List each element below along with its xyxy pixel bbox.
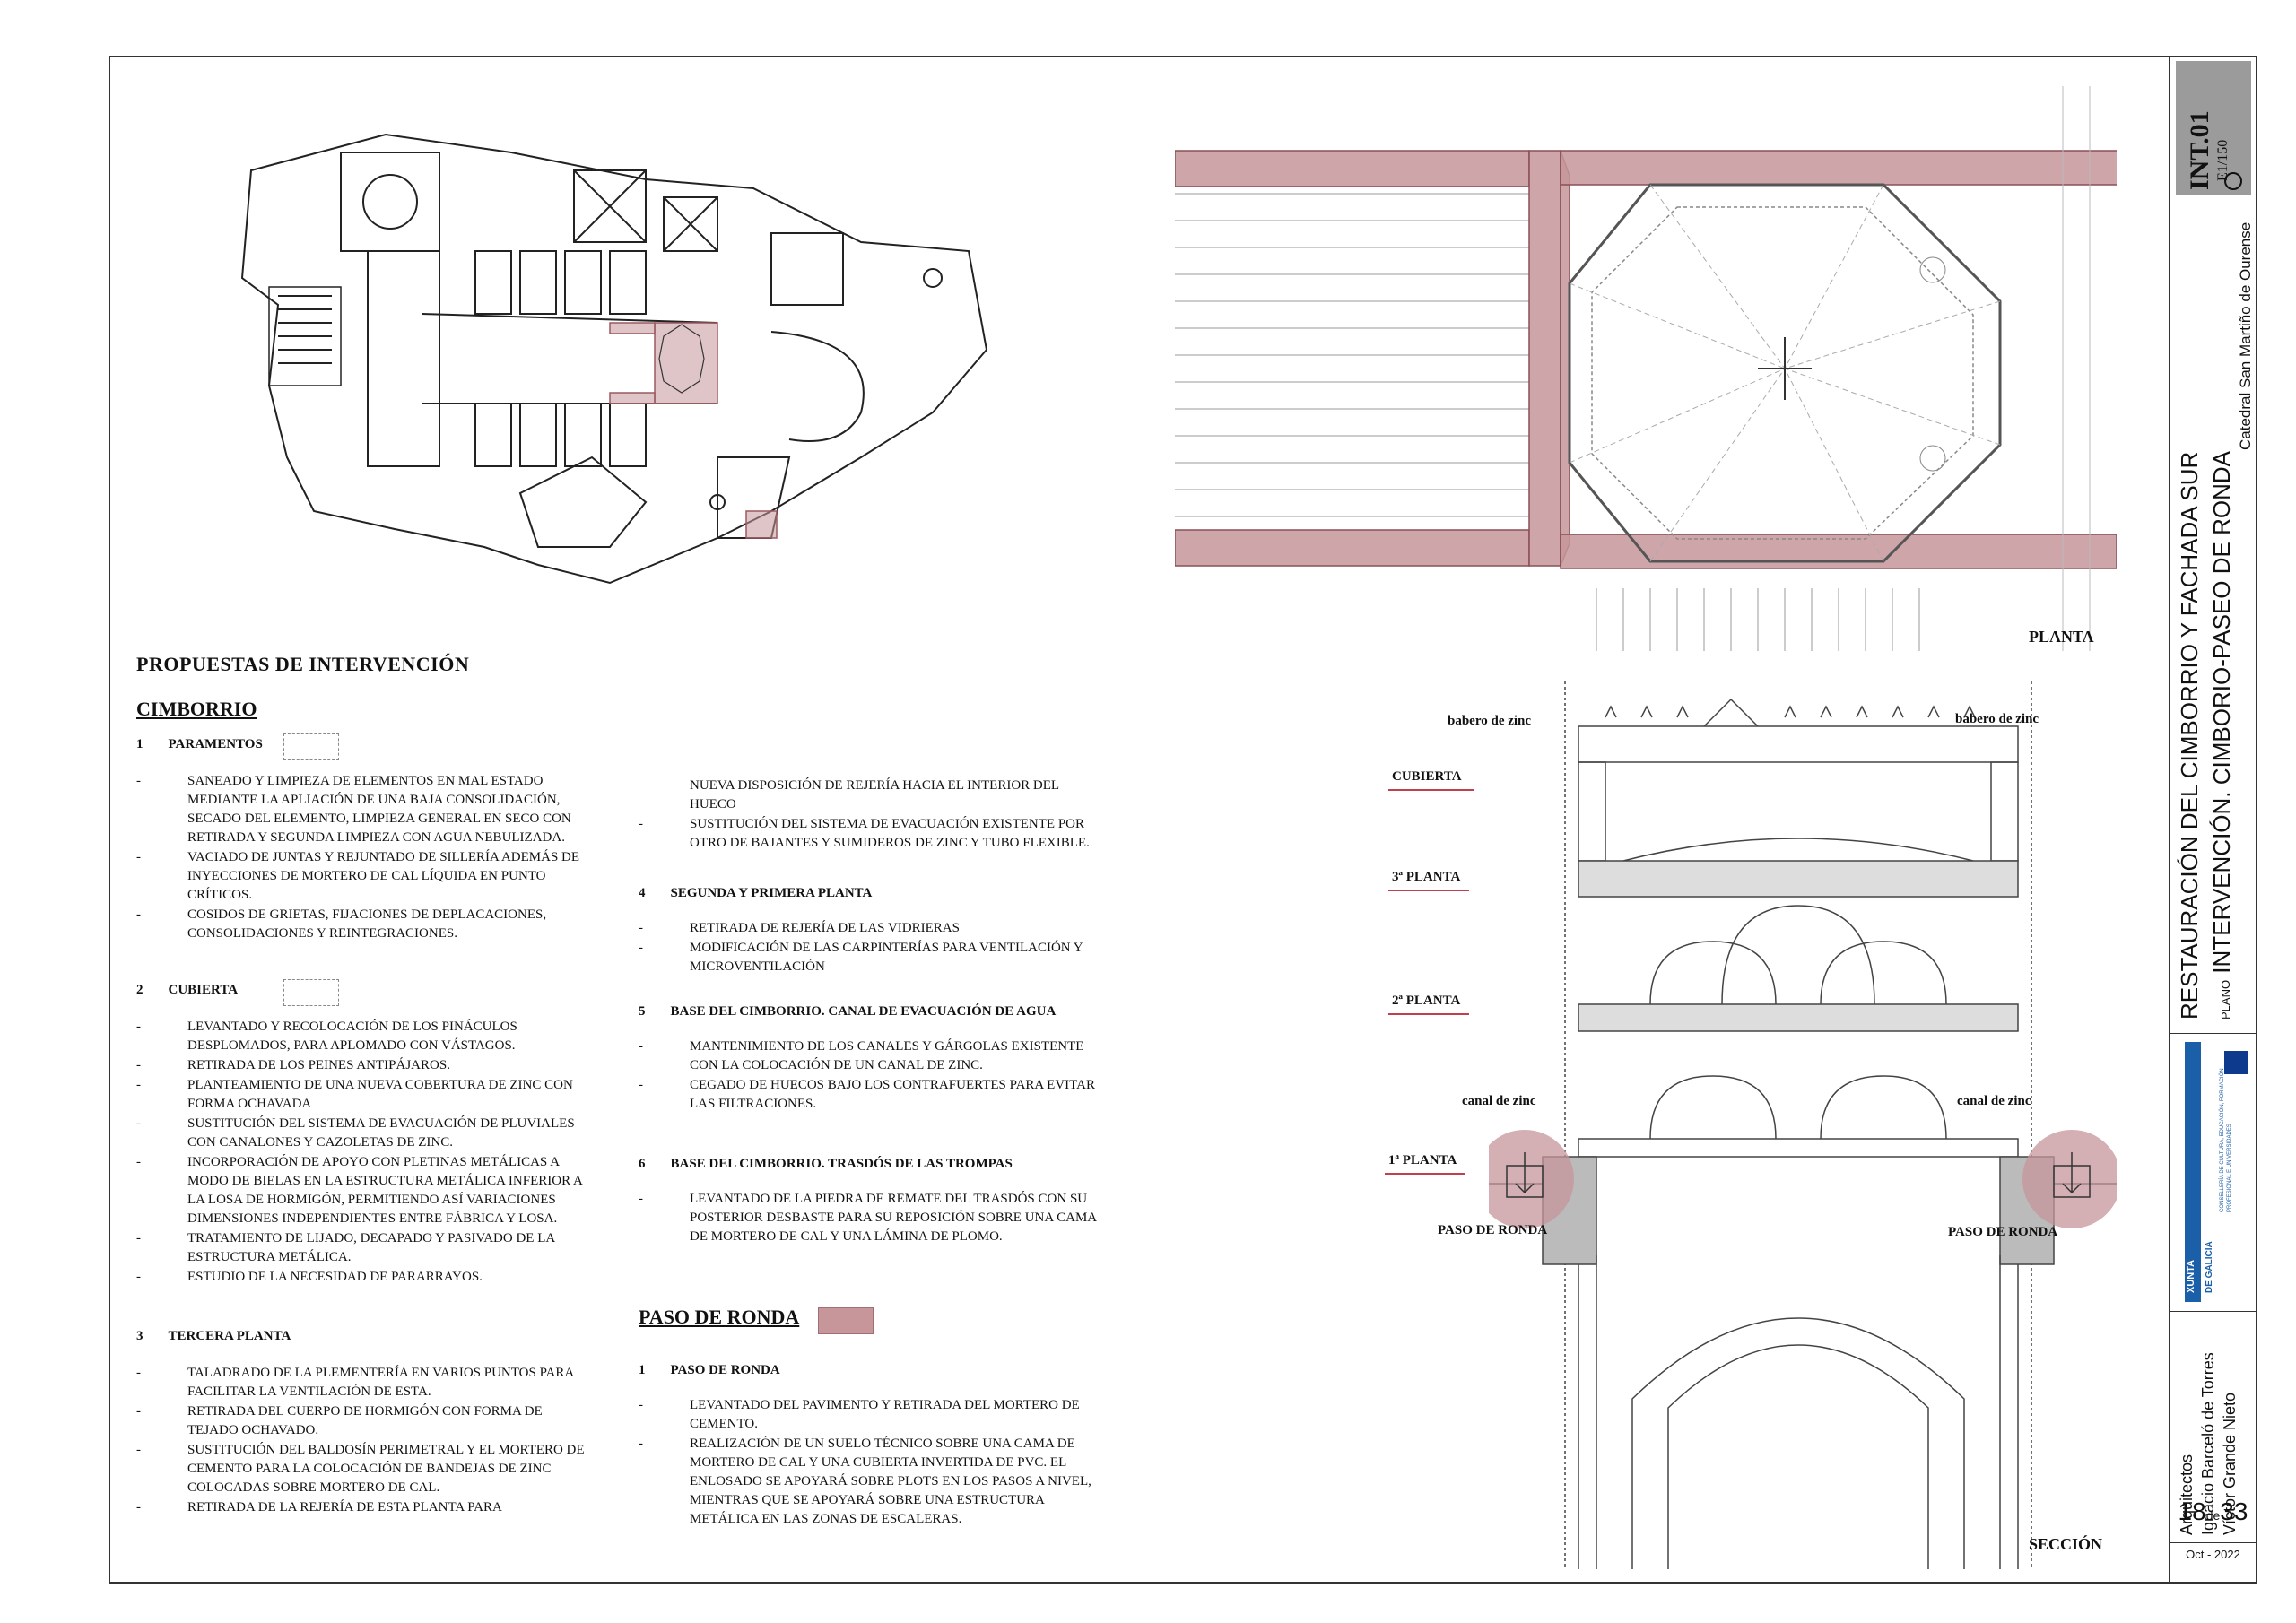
section-4: 4 SEGUNDA Y PRIMERA PLANTA RETIRADA DE RE… — [639, 886, 1105, 977]
list-item: RETIRADA DE REJERÍA DE LAS VIDRIERAS — [639, 919, 1105, 938]
plano-title: INTERVENCIÓN. CIMBORIO-PASEO DE RONDA — [2208, 451, 2235, 974]
list-item: ESTUDIO DE LA NECESIDAD DE PARARRAYOS. — [136, 1268, 594, 1287]
paso-heading: PASO DE RONDA — [639, 1306, 800, 1328]
list-item: REALIZACIÓN DE UN SUELO TÉCNICO SOBRE UN… — [639, 1435, 1105, 1529]
level-line — [1388, 789, 1474, 791]
planta-drawing — [1175, 86, 2117, 651]
list-item: SUSTITUCIÓN DEL SISTEMA DE EVACUACIÓN DE… — [136, 1115, 594, 1152]
list-item: PLANTEAMIENTO DE UNA NUEVA COBERTURA DE … — [136, 1076, 594, 1114]
section-num: 2 — [136, 983, 144, 997]
seccion-label: SECCIÓN — [2029, 1535, 2103, 1553]
plano-label: PLANO — [2219, 979, 2232, 1020]
level-line — [1385, 1173, 1465, 1175]
level-line — [1388, 1013, 1469, 1015]
seccion-drawing — [1489, 681, 2117, 1569]
main-heading: PROPUESTAS DE INTERVENCIÓN — [136, 653, 470, 675]
list-item: TRATAMIENTO DE LIJADO, DECAPADO Y PASIVA… — [136, 1229, 594, 1267]
section-title: TERCERA PLANTA — [168, 1329, 291, 1343]
level-line — [1388, 890, 1469, 891]
list-item-continuation: NUEVA DISPOSICIÓN DE REJERÍA HACIA EL IN… — [690, 778, 1059, 812]
section-num: 1 — [639, 1363, 646, 1377]
xunta-logo — [2185, 1042, 2201, 1302]
paso-section: 1 PASO DE RONDA LEVANTADO DEL PAVIMENTO Y… — [639, 1363, 1105, 1530]
list-item: SUSTITUCIÓN DEL SISTEMA DE EVACUACIÓN EX… — [639, 815, 1096, 853]
project-title: RESTAURACIÓN DEL CIMBORRIO Y FACHADA SUR — [2176, 451, 2203, 1020]
sheet-number: 18de33 — [2178, 1497, 2248, 1525]
sheet-code: INT.01 — [2185, 110, 2214, 190]
cimborrio-swatch — [283, 733, 339, 760]
eu-flag-icon — [2224, 1051, 2248, 1074]
level-label-cubierta: CUBIERTA — [1392, 769, 1462, 784]
section-num: 4 — [639, 886, 646, 900]
xunta-text-1: XUNTA — [2186, 1259, 2196, 1293]
list-item: INCORPORACIÓN DE APOYO CON PLETINAS METÁ… — [136, 1153, 594, 1228]
list-item: MANTENIMIENTO DE LOS CANALES Y GÁRGOLAS … — [639, 1037, 1105, 1075]
list-item: CEGADO DE HUECOS BAJO LOS CONTRAFUERTES … — [639, 1076, 1105, 1114]
section-title: CUBIERTA — [168, 983, 239, 997]
paso-swatch — [818, 1307, 874, 1334]
babero-right-label: babero de zinc — [1955, 712, 2039, 726]
plano-title-line: PLANO INTERVENCIÓN. CIMBORIO-PASEO DE RO… — [2208, 451, 2236, 1020]
level-label-3: 3ª PLANTA — [1392, 870, 1461, 884]
section-title: BASE DEL CIMBORRIO. TRASDÓS DE LAS TROMP… — [670, 1157, 1013, 1171]
section-6: 6 BASE DEL CIMBORRIO. TRASDÓS DE LAS TROM… — [639, 1157, 1105, 1247]
canal-right-label: canal de zinc — [1957, 1094, 2031, 1108]
title-block: INT.01 E1/150 RESTAURACIÓN DEL CIMBORRIO… — [2169, 56, 2257, 1584]
list-item: SUSTITUCIÓN DEL BALDOSÍN PERIMETRAL Y EL… — [136, 1441, 594, 1497]
cimborrio-heading: CIMBORRIO — [136, 698, 257, 720]
babero-left-label: babero de zinc — [1448, 714, 1532, 728]
list-item: VACIADO DE JUNTAS Y REJUNTADO DE SILLERÍ… — [136, 848, 594, 905]
list-item: SANEADO Y LIMPIEZA DE ELEMENTOS EN MAL E… — [136, 772, 594, 847]
section-num: 5 — [639, 1004, 646, 1019]
list-item: RETIRADA DE LOS PEINES ANTIPÁJAROS. — [136, 1056, 594, 1075]
building-name: Catedral San Martiño de Ourense — [2237, 221, 2254, 450]
section-3: 3 TERCERA PLANTA TALADRADO DE LA PLEMENTE… — [136, 1329, 594, 1518]
section-num: 1 — [136, 737, 144, 751]
level-label-2: 2ª PLANTA — [1392, 994, 1461, 1008]
planta-label: PLANTA — [2029, 628, 2094, 646]
paso-left-label: PASO DE RONDA — [1438, 1223, 1548, 1237]
section-5: 5 BASE DEL CIMBORRIO. CANAL DE EVACUACIÓN… — [639, 1004, 1105, 1115]
list-item: LEVANTADO Y RECOLOCACIÓN DE LOS PINÁCULO… — [136, 1018, 594, 1055]
list-item: RETIRADA DE LA REJERÍA DE ESTA PLANTA PA… — [136, 1498, 594, 1517]
level-label-1: 1ª PLANTA — [1388, 1153, 1457, 1167]
list-item: COSIDOS DE GRIETAS, FIJACIONES DE DEPLAC… — [136, 906, 594, 943]
canal-left-label: canal de zinc — [1462, 1094, 1536, 1108]
sheet-frame — [109, 56, 2257, 1584]
date: Oct - 2022 — [2186, 1548, 2240, 1561]
list-item: RETIRADA DEL CUERPO DE HORMIGÓN CON FORM… — [136, 1402, 594, 1440]
section-3-continued: NUEVA DISPOSICIÓN DE REJERÍA HACIA EL IN… — [639, 777, 1096, 854]
section-2: 2 CUBIERTA LEVANTADO Y RECOLOCACIÓN DE LO… — [136, 979, 594, 1288]
section-title: PARAMENTOS — [168, 737, 263, 751]
section-title: SEGUNDA Y PRIMERA PLANTA — [670, 886, 873, 900]
paso-right-label: PASO DE RONDA — [1948, 1225, 2058, 1239]
section-num: 6 — [639, 1157, 646, 1171]
list-item: TALADRADO DE LA PLEMENTERÍA EN VARIOS PU… — [136, 1364, 594, 1402]
list-item: MODIFICACIÓN DE LAS CARPINTERÍAS PARA VE… — [639, 939, 1105, 976]
section-title: BASE DEL CIMBORRIO. CANAL DE EVACUACIÓN … — [670, 1004, 1057, 1019]
list-item: LEVANTADO DEL PAVIMENTO Y RETIRADA DEL M… — [639, 1396, 1105, 1434]
cimborrio-swatch — [283, 979, 339, 1006]
section-1: 1 PARAMENTOS SANEADO Y LIMPIEZA DE ELEMEN… — [136, 733, 594, 944]
list-item: LEVANTADO DE LA PIEDRA DE REMATE DEL TRA… — [639, 1190, 1105, 1246]
site-plan — [240, 133, 988, 585]
section-title: PASO DE RONDA — [670, 1363, 780, 1377]
xunta-text-2: DE GALICIA — [2205, 1241, 2214, 1293]
north-icon — [2224, 172, 2242, 190]
section-num: 3 — [136, 1329, 144, 1343]
